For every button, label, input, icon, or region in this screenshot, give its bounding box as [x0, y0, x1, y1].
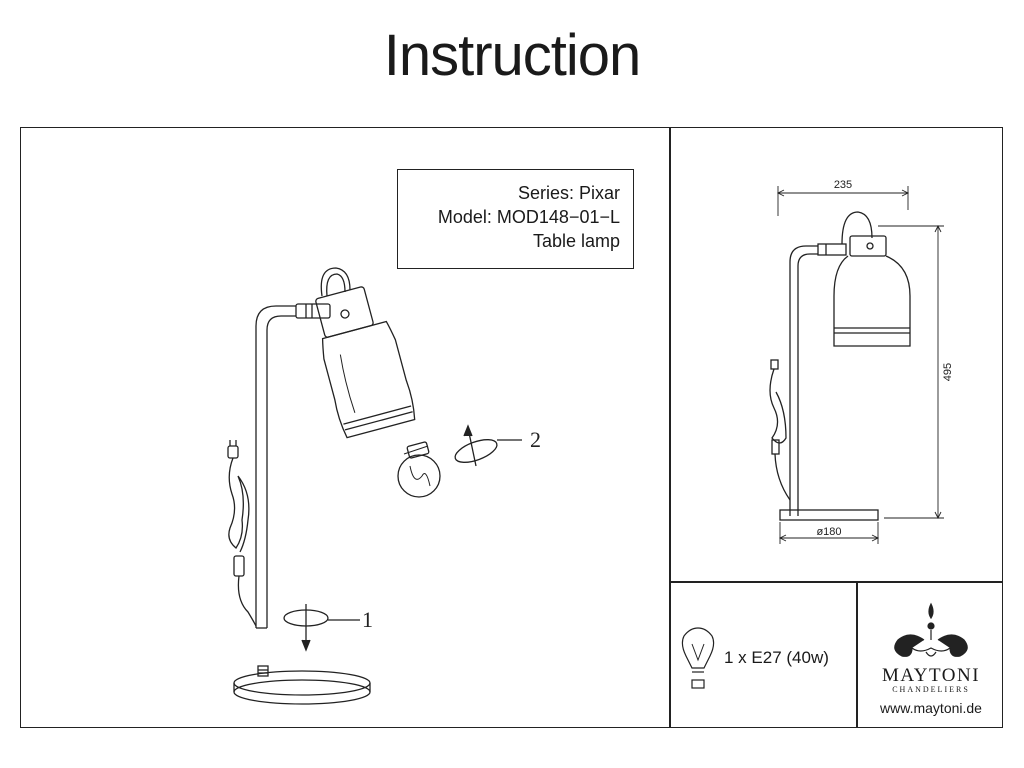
- rotation-arrow-2: [454, 424, 522, 467]
- brand-name: MAYTONI: [881, 665, 981, 686]
- brand-subtitle: CHANDELIERS: [892, 685, 970, 694]
- dimension-width-label: 235: [834, 179, 852, 191]
- website-link[interactable]: www.maytoni.de: [880, 700, 982, 716]
- maytoni-logo-ornament: [894, 602, 968, 657]
- dimension-height-label: 495: [942, 363, 954, 381]
- divider-vertical-main: [669, 127, 671, 728]
- power-cord: [227, 440, 257, 627]
- lamp-stand: [255, 303, 331, 629]
- lamp-base: [233, 665, 371, 705]
- step-1-label: 1: [362, 607, 373, 632]
- step-2-label: 2: [530, 427, 541, 452]
- dimension-lamp: [769, 211, 911, 521]
- rotation-arrow-1: [283, 604, 360, 652]
- page-title: Instruction: [383, 23, 642, 88]
- divider-vertical-footer: [856, 581, 858, 728]
- series-label: Series: Pixar: [517, 183, 620, 203]
- light-bulb: [397, 441, 441, 498]
- bulb-icon: [681, 627, 715, 689]
- dimension-lines: [776, 186, 944, 544]
- bulb-spec-text: 1 x E27 (40w): [724, 648, 829, 667]
- product-info-box: Series: Pixar Model: MOD148−01−L Table l…: [397, 169, 634, 269]
- divider-horizontal-right: [669, 581, 1003, 583]
- model-label: Model: MOD148−01−L: [437, 207, 620, 227]
- dimension-diameter-label: ø180: [816, 526, 841, 538]
- type-label: Table lamp: [532, 231, 620, 251]
- instruction-frame: [20, 127, 1003, 728]
- lamp-shade: [315, 267, 416, 439]
